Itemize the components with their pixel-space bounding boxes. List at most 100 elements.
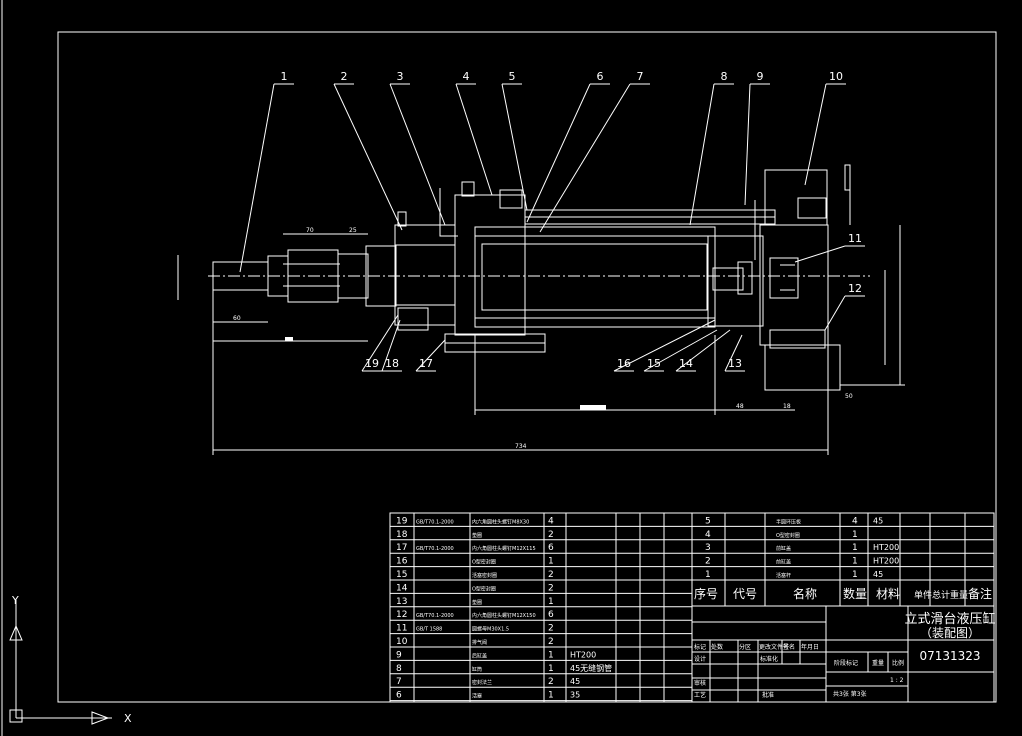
rev-header: 更改文件号	[759, 643, 789, 651]
balloon-1: 1	[281, 70, 288, 83]
bom-header-cell: 备注	[968, 586, 992, 601]
bom-left-cell: 2	[548, 624, 554, 634]
bom-left-cell: 45无缝钢管	[570, 663, 612, 673]
standardize-label: 标准化	[760, 655, 778, 663]
front-cylinder-cap	[365, 245, 397, 307]
bom-right-cell: 4	[852, 516, 858, 526]
bom-left-cell: O型密封圈	[472, 559, 496, 566]
sheet-count: 共3张 第3张	[833, 690, 867, 698]
bom-left-cell: O型密封圈	[472, 585, 496, 592]
bom-left-cell: GB/T70.1-2000	[416, 519, 454, 525]
bom-left-cell: 6	[548, 543, 554, 553]
bom-left-cell: 2	[548, 530, 554, 540]
bom-left-cell: 14	[396, 583, 408, 593]
bom-left-cell: GB/T 1588	[416, 627, 442, 633]
bom-right-cell: HT200	[873, 557, 899, 566]
dim-mark	[580, 405, 606, 410]
bom-left-cell: 6	[396, 691, 402, 701]
bom-left-cell: 19	[396, 516, 408, 526]
balloon-16: 16	[617, 357, 631, 370]
bom-left-cell: 2	[548, 570, 554, 580]
bom-left-cell: 45	[570, 677, 580, 686]
rev-header: 处数	[711, 643, 723, 651]
bom-left-cell: 内六角圆柱头螺钉M12X150	[472, 612, 536, 619]
drawing-number: 07131323	[919, 649, 980, 663]
bom-right-cell: 1	[852, 557, 858, 567]
bom-header-cell: 名称	[793, 586, 817, 601]
bom-right-cell: 活塞杆	[776, 572, 791, 579]
bom-left-cell: 6	[548, 610, 554, 620]
bom-left-cell: 排气阀	[472, 639, 487, 646]
bom-right-cell: 1	[705, 570, 711, 580]
check-label: 审核	[694, 679, 706, 687]
process-label: 工艺	[694, 691, 706, 699]
balloon-15: 15	[647, 357, 661, 370]
bom-right-cell: 2	[705, 557, 711, 567]
bom-left-cell: 18	[396, 530, 408, 540]
balloon-11: 11	[848, 232, 862, 245]
stage-mark-label: 阶段标记	[834, 659, 858, 667]
bom-right-cell: 5	[705, 516, 711, 526]
dim-60: 60	[233, 315, 241, 322]
bom-left-cell: 1	[548, 691, 554, 701]
bom-left-cell: 缸筒	[472, 666, 482, 673]
rev-header: 签名	[783, 643, 795, 651]
balloon-3: 3	[397, 70, 404, 83]
bom-left-cell: 垫圈	[472, 532, 482, 539]
bom-left-cell: 1	[548, 664, 554, 674]
bom-header-cell: 代号	[733, 587, 757, 601]
bom-right-cell: 3	[705, 543, 711, 553]
bom-header-cell: 序号	[694, 586, 718, 601]
title-block: 立式滑台液压缸 （装配图） 07131323 共3张 第3张 阶段标记 重量 比…	[691, 605, 996, 703]
balloon-8: 8	[721, 70, 728, 83]
balloon-2: 2	[341, 70, 348, 83]
dim-18: 18	[783, 403, 791, 410]
bom-header-cell: 材料	[876, 587, 900, 601]
bom-left-cell: 活塞密封圈	[472, 572, 497, 579]
balloon-6: 6	[597, 70, 604, 83]
bom-left-cell: 35	[570, 691, 580, 700]
bom-right-cell: 1	[852, 570, 858, 580]
bom-header-cell: 单件总计重量	[914, 589, 968, 601]
bom-left-cell: 7	[396, 677, 402, 687]
balloon-10: 10	[829, 70, 843, 83]
balloon-12: 12	[848, 282, 862, 295]
bom-right-cell: 半圆环压板	[776, 518, 801, 525]
bom-left-cell: 活塞	[472, 693, 482, 700]
bom-left-cell: 4	[548, 516, 554, 526]
ucs-x-label: X	[124, 712, 132, 725]
cylinder-assembly	[208, 164, 870, 391]
rev-header: 分区	[739, 643, 751, 651]
bom-left-cell: 2	[548, 637, 554, 647]
dim-25: 25	[349, 227, 357, 234]
balloon-18: 18	[385, 357, 399, 370]
bom-left-cell: 垫圈	[472, 599, 482, 606]
bom-left-cell: 8	[396, 664, 402, 674]
bom-right-cell: 1	[852, 543, 858, 553]
bom-left-cell: 1	[548, 557, 554, 567]
bom-left-cell: 10	[396, 637, 408, 647]
balloon-14: 14	[679, 357, 693, 370]
bom-left-cell: 内六角圆柱头螺钉M12X115	[472, 545, 536, 552]
bom-left-cell: 17	[396, 543, 407, 553]
bom-left-cell: GB/T70.1-2000	[416, 613, 454, 619]
dim-70: 70	[306, 227, 314, 234]
bom-left-cell: 15	[396, 570, 407, 580]
bom-header-cell: 数量	[843, 586, 867, 601]
bom-left-cell: 12	[396, 610, 407, 620]
scale-value: 1 : 2	[890, 677, 904, 684]
bom-left-cell: 1	[548, 597, 554, 607]
bom-left-cell: 11	[396, 624, 407, 634]
cylinder-barrel	[474, 226, 716, 328]
title-name-line1: 立式滑台液压缸	[904, 611, 995, 627]
dim-50: 50	[845, 393, 853, 400]
bom-left-cell: 13	[396, 597, 407, 607]
dim-48: 48	[736, 403, 744, 410]
bom-right-cell: 前缸盖	[776, 559, 791, 566]
bom-left-cell: 密封法兰	[472, 679, 492, 686]
bom-right-cell: 前缸盖	[776, 545, 791, 552]
bom-left-cell: 圆螺母M30X1.5	[472, 626, 509, 633]
